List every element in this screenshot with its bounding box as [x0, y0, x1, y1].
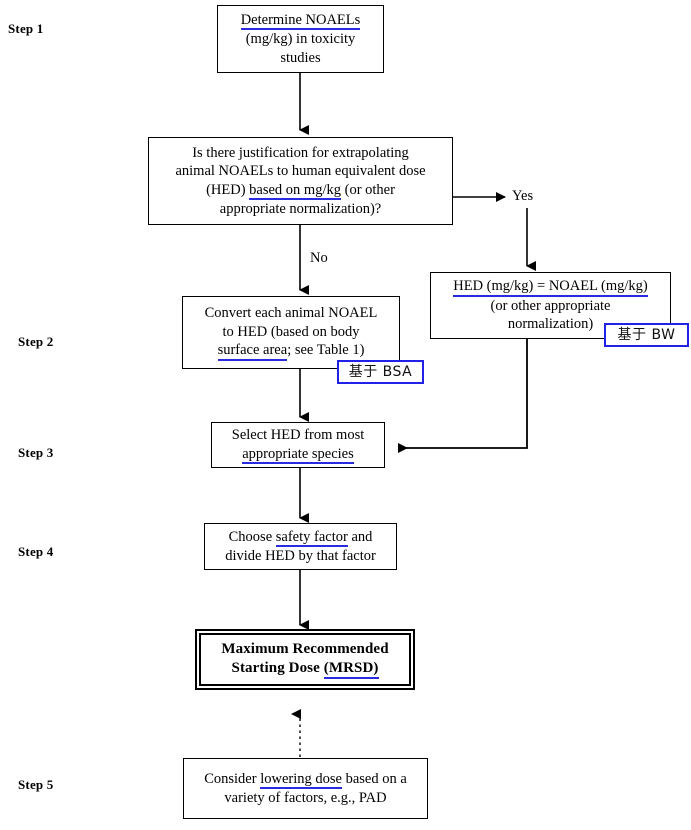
node-convert-to-hed[interactable]: Convert each animal NOAEL to HED (based … — [182, 296, 400, 369]
node-safety-factor[interactable]: Choose safety factor and divide HED by t… — [204, 523, 397, 570]
node-hed-equals-noael-line1: HED (mg/kg) = NOAEL (mg/kg) — [453, 279, 648, 297]
node-justification-line2: animal NOAELs to human equivalent dose — [175, 163, 426, 180]
step-label-2: Step 2 — [18, 334, 54, 349]
node-lowering-line1-post: based on a — [341, 770, 407, 787]
annotation-bw: 基于 BW — [604, 323, 689, 347]
node-hed-equals-noael-line3: normalization) — [507, 316, 594, 333]
step-label-5: Step 5 — [18, 777, 54, 792]
node-select-hed-line1: Select HED from most — [231, 427, 365, 444]
node-lowering-dose[interactable]: Consider lowering dose based on a variet… — [183, 758, 428, 819]
node-mrsd-line2-underlined: (MRSD) — [323, 660, 379, 679]
node-convert-line2: to HED (based on body — [222, 323, 360, 340]
node-hed-equals-noael-line2: (or other appropriate — [490, 297, 611, 314]
node-justification-line3-post: (or other — [340, 181, 395, 198]
node-justification-line4: appropriate normalization)? — [219, 200, 382, 217]
node-convert-line3-post: ; see Table 1) — [287, 342, 365, 359]
node-safety-line2: divide HED by that factor — [225, 547, 376, 564]
branch-label-no: No — [310, 250, 328, 266]
node-determine-noaels-line1: Determine NOAELs — [240, 12, 361, 31]
node-safety-line1-underlined: safety factor — [275, 529, 348, 547]
node-mrsd-line1: Maximum Recommended — [221, 641, 389, 658]
node-justification-line3-pre: (HED) — [206, 181, 250, 198]
node-determine-noaels-line3: studies — [280, 49, 321, 66]
node-lowering-line1-pre: Consider — [204, 770, 261, 787]
step-label-1: Step 1 — [8, 21, 44, 36]
node-safety-line1-post: and — [347, 528, 373, 545]
node-justification-line1: Is there justification for extrapolating — [192, 144, 409, 161]
node-lowering-line2: variety of factors, e.g., PAD — [224, 789, 387, 806]
annotation-bsa: 基于 BSA — [337, 360, 424, 384]
node-convert-line1: Convert each animal NOAEL — [204, 305, 378, 322]
node-justification-decision[interactable]: Is there justification for extrapolating… — [148, 137, 453, 225]
branch-label-yes: Yes — [512, 188, 534, 204]
node-determine-noaels[interactable]: Determine NOAELs (mg/kg) in toxicity stu… — [217, 5, 384, 73]
node-justification-line3-underlined: based on mg/kg — [249, 182, 341, 200]
node-lowering-line1-underlined: lowering dose — [260, 771, 342, 789]
connector-hed-to-select — [398, 339, 528, 453]
step-label-3: Step 3 — [18, 445, 54, 460]
node-determine-noaels-line2: (mg/kg) in toxicity — [245, 31, 356, 48]
node-convert-line3-underlined: surface area — [217, 343, 288, 361]
step-label-4: Step 4 — [18, 544, 54, 559]
node-select-hed-line2: appropriate species — [242, 446, 354, 464]
node-mrsd[interactable]: Maximum Recommended Starting Dose (MRSD) — [195, 629, 415, 690]
node-select-hed[interactable]: Select HED from most appropriate species — [211, 422, 385, 468]
node-mrsd-line2-pre: Starting Dose — [231, 660, 324, 677]
node-safety-line1-pre: Choose — [228, 528, 276, 545]
